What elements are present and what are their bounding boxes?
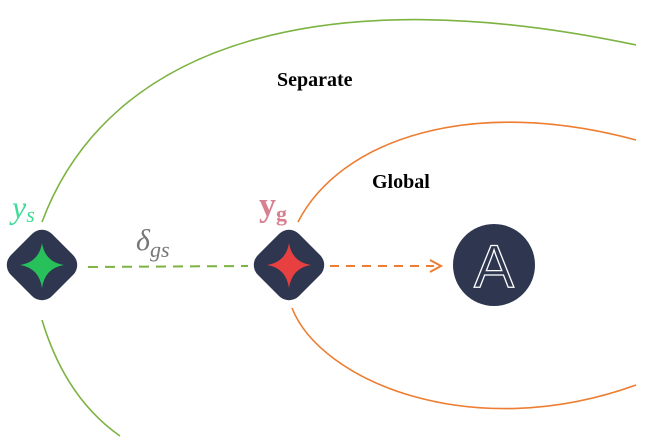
global-node bbox=[253, 229, 325, 301]
separate-node bbox=[6, 229, 78, 301]
global-boundary-curve bbox=[297, 121, 637, 223]
arrowhead-icon bbox=[429, 259, 444, 273]
separate-region-label: Separate bbox=[277, 69, 353, 91]
separate-boundary-curve bbox=[41, 18, 637, 223]
separate-node-symbol: y bbox=[9, 189, 27, 225]
global-node-label: yg bbox=[259, 187, 287, 226]
separate-node-subscript: s bbox=[26, 202, 35, 227]
target-node: A bbox=[453, 224, 535, 306]
delta-gs-label: δgs bbox=[136, 224, 170, 262]
green-four-point-star-icon bbox=[20, 243, 64, 288]
global-node-subscript: g bbox=[276, 201, 287, 226]
global-boundary-curve-lower bbox=[291, 307, 637, 410]
delta-subscript: gs bbox=[150, 237, 170, 262]
separate-to-global-edge bbox=[87, 265, 249, 268]
separate-node-label: ys bbox=[9, 189, 35, 227]
red-four-point-star-icon bbox=[267, 243, 311, 288]
global-region-label: Global bbox=[372, 171, 430, 193]
delta-symbol: δ bbox=[136, 224, 151, 257]
separate-boundary-curve-lower bbox=[41, 319, 121, 437]
outlined-letter-a-icon: A bbox=[474, 233, 514, 300]
global-node-symbol: y bbox=[259, 187, 276, 224]
